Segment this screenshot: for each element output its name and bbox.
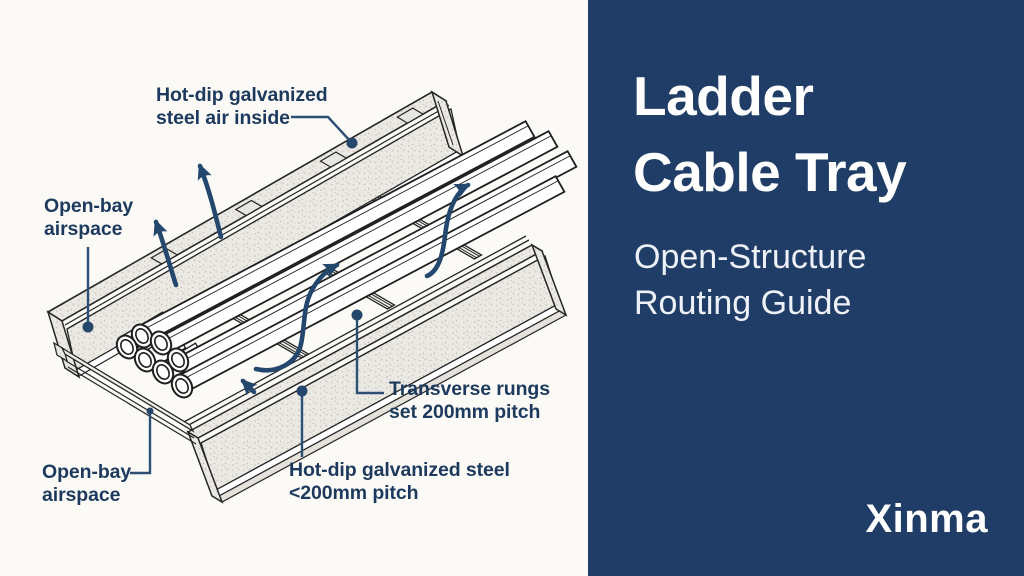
label-line: steel air inside [156,106,290,129]
leader-lines [86,115,384,475]
page-subtitle: Open-Structure Routing Guide [634,234,866,326]
airflow-arrow [424,182,471,279]
airflow-arrow [153,219,179,288]
leader-top-rail [291,115,353,144]
left-end-rail [52,341,197,445]
near-rail-left-end [186,430,224,504]
airflow-arrow [240,378,258,396]
label-bottom-rail: Hot-dip galvanized steel <200mm pitch [289,459,510,504]
subtitle-line: Open-Structure [634,238,867,276]
page-title: Ladder Cable Tray [633,58,907,210]
title-line: Cable Tray [633,141,907,203]
leader-dots [82,137,363,415]
label-line: set 200mm pitch [389,400,541,423]
label-line: airspace [42,483,121,506]
label-line: Open-bay [44,195,134,217]
label-top-rail: Hot-dip galvanized steel air inside [156,84,328,129]
label-line: Transverse rungs [389,378,550,400]
diagram-area: Hot-dip galvanized steel air inside Open… [42,84,578,506]
label-rungs: Transverse rungs set 200mm pitch [389,378,550,423]
label-line: Hot-dip galvanized steel [289,459,510,481]
title-line: Ladder [633,65,814,127]
leader-open-bay-bottom [130,412,152,475]
cable-tubes [122,119,578,394]
rung-tabs [150,107,425,265]
leader-rungs [355,315,384,395]
airflow-arrow [197,163,224,240]
title-panel: Ladder Cable Tray Open-Structure Routing… [588,0,1024,576]
airflow-arrow [253,262,340,373]
label-open-bay-bottom: Open-bay airspace [42,461,131,506]
label-open-bay-left: Open-bay airspace [44,195,133,240]
airflow-arrows [153,163,471,396]
label-line: Hot-dip galvanized [156,84,328,106]
ladder-tray-illustration [46,90,578,504]
label-line: Open-bay [42,461,132,483]
label-line: <200mm pitch [289,481,419,504]
cable-tube-ends [115,323,194,399]
subtitle-line: Routing Guide [634,284,852,322]
near-rail-right-end [530,243,568,317]
brand-logo: Xinma [865,497,988,541]
label-line: airspace [44,217,123,240]
